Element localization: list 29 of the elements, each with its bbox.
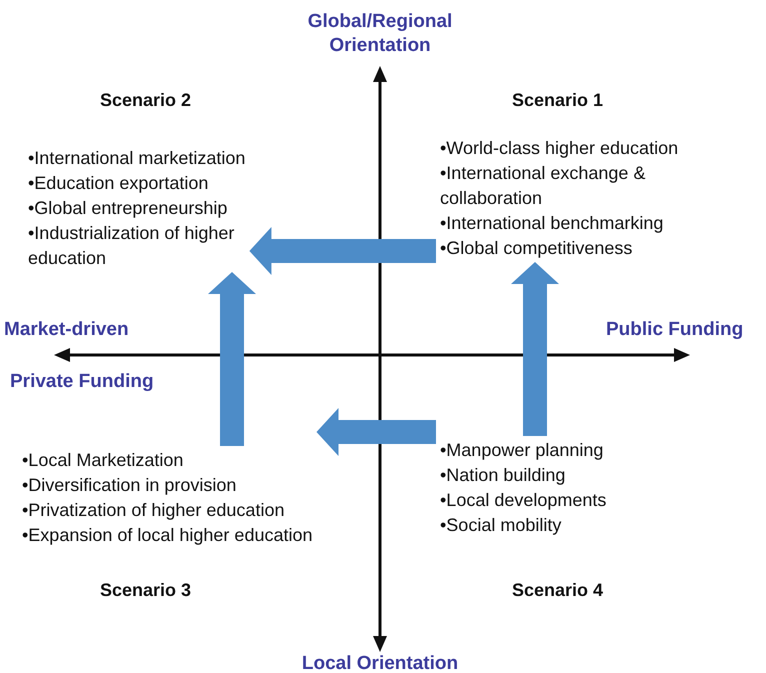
- bullet-item: •International marketization: [28, 147, 246, 170]
- axis-label: Market-driven: [4, 318, 130, 342]
- scenario-heading: Scenario 1: [512, 90, 604, 111]
- bullet-item: •Global competitiveness: [440, 237, 634, 260]
- block-arrow: [249, 227, 436, 275]
- bullet-item: •Expansion of local higher education: [22, 524, 314, 547]
- bullet-item: •World-class higher education: [440, 137, 680, 160]
- bullet-item: •Local Marketization: [22, 449, 184, 472]
- bullet-item: •Privatization of higher education: [22, 499, 286, 522]
- block-arrow: [316, 408, 436, 456]
- bullet-item: •Global entrepreneurship: [28, 197, 228, 220]
- axis-label: Local Orientation: [300, 652, 460, 673]
- bullet-item: •Social mobility: [440, 514, 562, 537]
- bullet-item: •Local developments: [440, 489, 608, 512]
- bullet-item: •Education exportation: [28, 172, 210, 195]
- bullet-item: •International benchmarking: [440, 212, 664, 235]
- block-arrow: [208, 272, 256, 446]
- bullet-item: •Manpower planning: [440, 439, 604, 462]
- bullet-item: •Diversification in provision: [22, 474, 238, 497]
- scenario-heading: Scenario 2: [100, 90, 192, 111]
- axis-label: Private Funding: [10, 370, 155, 394]
- bullet-item: •Industrialization of higher education: [28, 222, 236, 270]
- block-arrow: [511, 262, 559, 436]
- axis-label: Public Funding: [606, 318, 744, 342]
- scenario-heading: Scenario 3: [100, 580, 192, 601]
- axis-label: Global/Regional Orientation: [306, 10, 454, 58]
- scenario-heading: Scenario 4: [512, 580, 604, 601]
- bullet-item: •International exchange & collaboration: [440, 162, 646, 210]
- bullet-item: •Nation building: [440, 464, 566, 487]
